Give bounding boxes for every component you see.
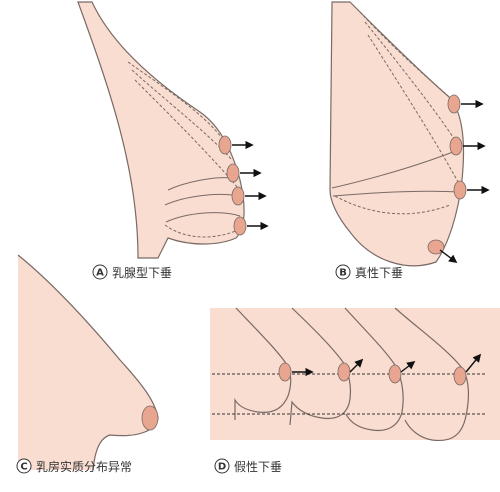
panel-b-dash-4 <box>334 195 451 215</box>
panel-c-areola <box>141 405 159 431</box>
panel-d-outline-1 <box>234 307 292 420</box>
panel-b-caption: B 真性下垂 <box>335 264 403 280</box>
panel-d-outline-4 <box>394 307 469 442</box>
panel-b-areola-1 <box>447 94 461 114</box>
panel-a-areola-4 <box>233 216 247 236</box>
panel-d-areola-3 <box>388 364 402 384</box>
panel-a <box>77 1 269 259</box>
panel-b-dash-1 <box>359 11 456 103</box>
panel-b-torso <box>329 1 465 267</box>
panel-c-caption: C 乳房实质分布异常 <box>16 458 132 474</box>
panel-b <box>329 1 490 267</box>
panel-c-caption-text: 乳房实质分布异常 <box>36 459 132 474</box>
panel-d <box>210 307 500 442</box>
panel-a-areola-2 <box>226 163 240 183</box>
panel-a-areola-1 <box>218 135 232 155</box>
panel-d-letter-badge <box>214 458 230 474</box>
panel-d-areola-1 <box>278 362 292 382</box>
panel-d-breast-4 <box>395 308 500 441</box>
panel-a-torso <box>77 1 245 259</box>
panel-b-letter: B <box>339 268 347 279</box>
panel-a-areola-3 <box>231 186 245 206</box>
panel-b-arrow-4 <box>439 249 458 264</box>
panel-d-areola-4 <box>453 366 467 386</box>
panel-a-fold-1 <box>167 177 233 191</box>
panel-d-outline-3 <box>344 307 404 432</box>
panel-a-caption: A 乳腺型下垂 <box>92 264 172 280</box>
panel-d-letter: D <box>218 462 226 473</box>
panel-d-arrow-4 <box>465 353 482 373</box>
panel-c-torso <box>18 255 158 470</box>
panel-d-arrow-3 <box>400 360 416 373</box>
panel-b-letter-badge <box>335 264 351 280</box>
panel-b-areola-2 <box>449 136 463 156</box>
panel-a-dash-4 <box>164 224 239 238</box>
panel-c-outline <box>17 254 159 471</box>
panel-b-fold-2 <box>332 190 461 197</box>
panel-d-caption: D 假性下垂 <box>214 458 282 474</box>
panel-b-dash-3 <box>367 34 459 183</box>
panel-a-letter: A <box>96 268 104 279</box>
panel-a-fold-3 <box>165 212 241 223</box>
panel-a-dash-1 <box>127 61 223 139</box>
panel-c-letter: C <box>20 462 27 473</box>
panel-d-caption-text: 假性下垂 <box>234 460 282 474</box>
panel-b-areola-3 <box>453 180 467 200</box>
panel-c <box>17 254 159 471</box>
panel-b-caption-text: 真性下垂 <box>355 266 403 280</box>
panel-b-fold-1 <box>331 149 459 189</box>
panel-d-arrow-2 <box>349 358 364 373</box>
panel-b-dash-2 <box>364 21 456 141</box>
panel-a-letter-badge <box>92 264 108 280</box>
panel-a-caption-text: 乳腺型下垂 <box>112 266 172 280</box>
panel-d-areola-2 <box>337 362 351 382</box>
panel-c-letter-badge <box>16 458 32 474</box>
